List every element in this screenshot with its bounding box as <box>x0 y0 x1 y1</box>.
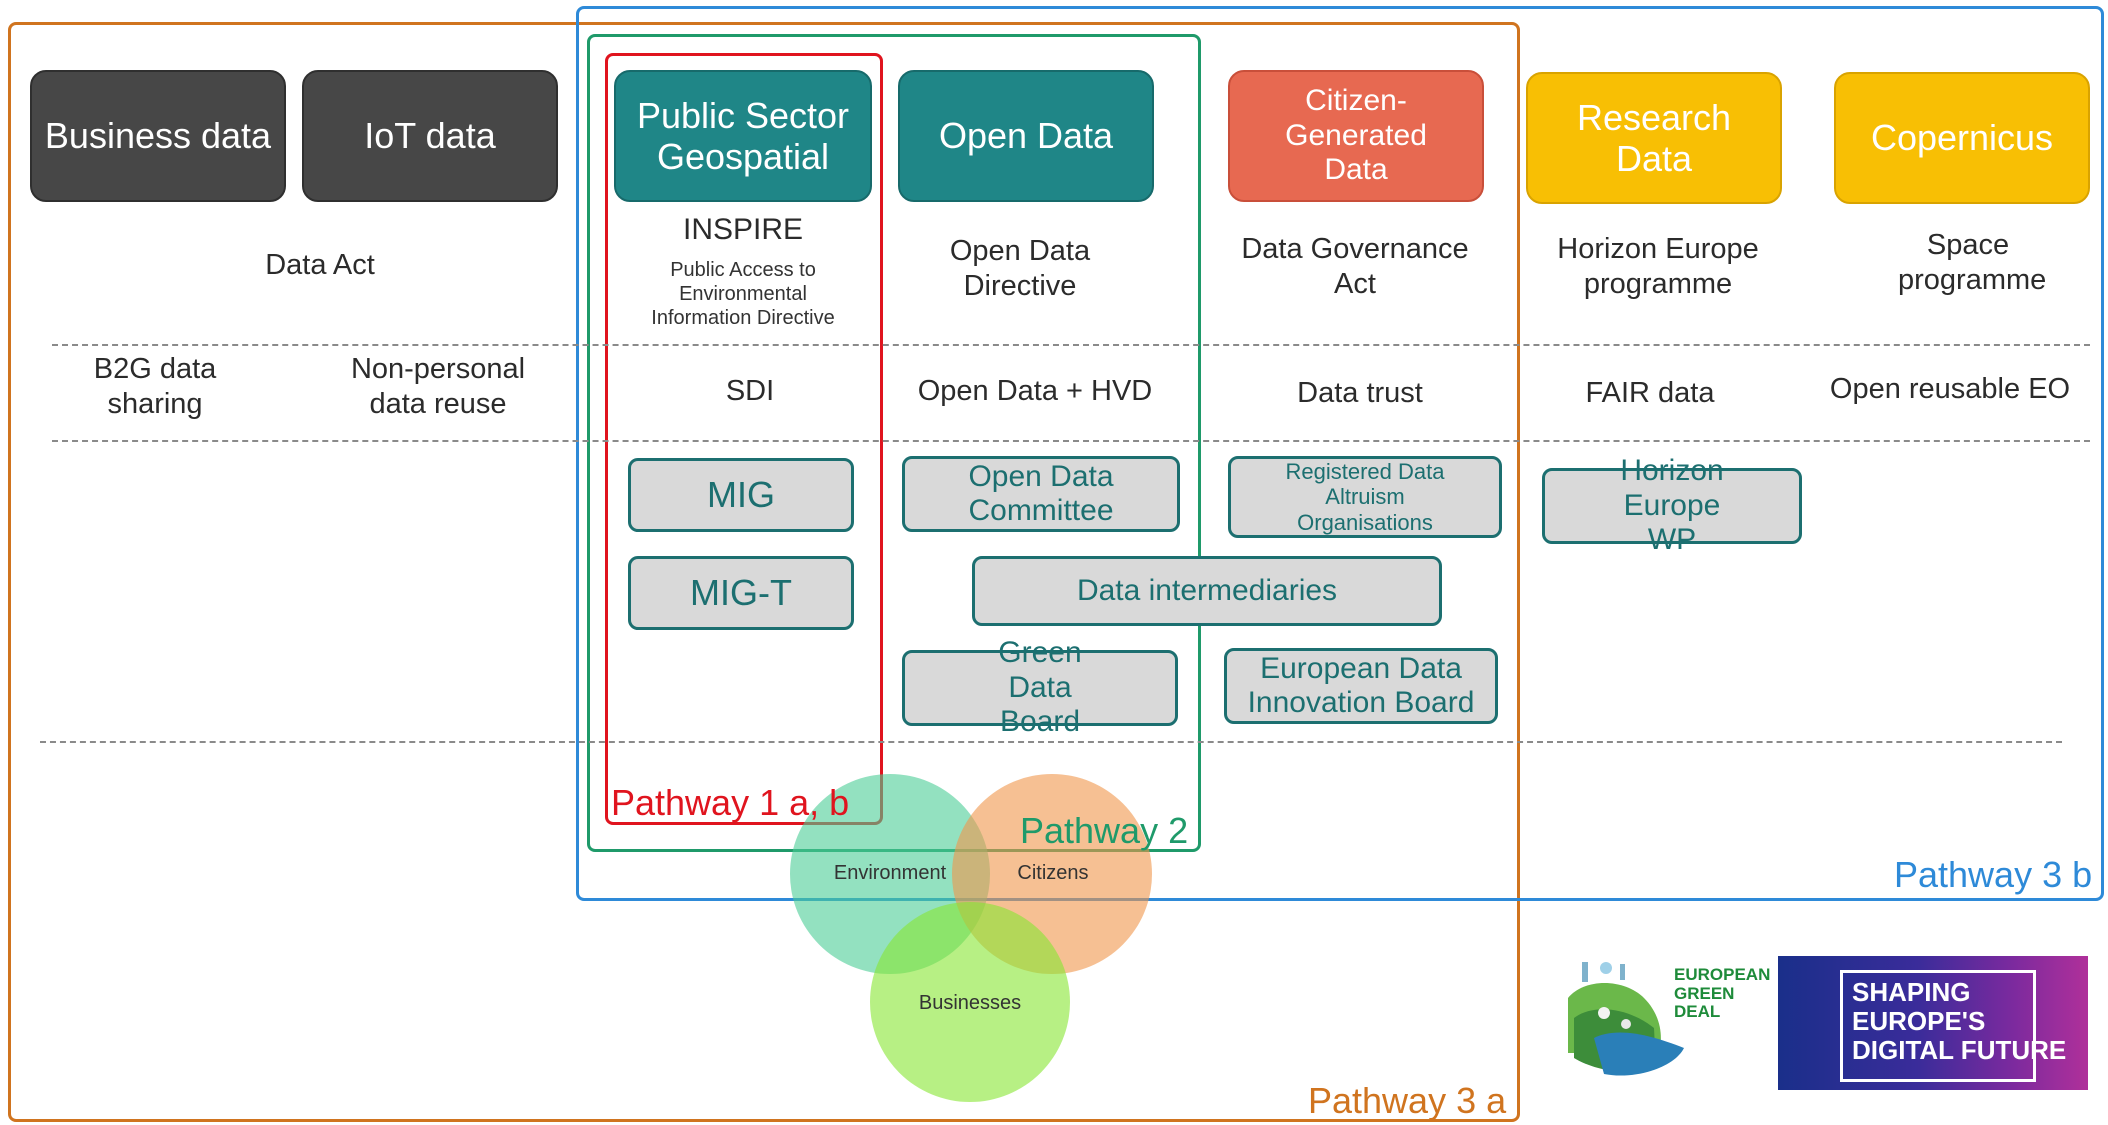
european-green-deal-logo: EUROPEAN GREEN DEAL <box>1564 958 1770 1086</box>
legislation-environmental-info-directive: Public Access to Environmental Informati… <box>651 259 835 329</box>
concept-non-personal-data-reuse: Non-personal data reuse <box>350 353 526 420</box>
concept-sdi: SDI <box>725 375 775 407</box>
data-type-copernicus: Copernicus <box>1834 72 2090 204</box>
pathway-3b-frame <box>576 6 2104 901</box>
pathway-1-frame <box>605 53 883 825</box>
legislation-data-act: Data Act <box>265 249 375 281</box>
data-type-iot: IoT data <box>302 70 558 202</box>
pathway-1-label: Pathway 1 a, b <box>611 782 850 823</box>
pathway-2-label: Pathway 2 <box>1020 810 1189 851</box>
body-registered-data-altruism-organisations: Registered Data Altruism Organisations <box>1228 456 1502 538</box>
legislation-space-programme: Space programme <box>1898 229 2047 296</box>
concept-fair-data: FAIR data <box>1585 377 1715 409</box>
venn-circle-businesses <box>870 902 1070 1102</box>
pathway-3a-frame <box>8 22 1520 1122</box>
legislation-inspire: INSPIRE <box>682 213 804 246</box>
legislation-open-data-directive: Open Data Directive <box>949 235 1091 302</box>
separator-line-2 <box>52 440 2090 442</box>
body-data-intermediaries: Data intermediaries <box>972 556 1442 626</box>
data-type-citizen-generated: Citizen-Generated Data <box>1228 70 1484 202</box>
shaping-europes-digital-future-logo: SHAPING EUROPE'S DIGITAL FUTURE <box>1778 956 2088 1090</box>
digital-future-frame <box>1840 970 2036 1082</box>
concept-b2g-data-sharing: B2G data sharing <box>93 353 217 420</box>
venn-label-environment: Environment <box>833 862 947 884</box>
data-type-open-data: Open Data <box>898 70 1154 202</box>
venn-label-citizens: Citizens <box>1017 862 1089 884</box>
separator-line-3 <box>40 741 2062 743</box>
data-type-research: Research Data <box>1526 72 1782 204</box>
digital-future-wordmark: SHAPING EUROPE'S DIGITAL FUTURE <box>1852 977 2067 1066</box>
concept-data-trust: Data trust <box>1297 377 1423 409</box>
body-horizon-europe-wp: Horizon Europe WP <box>1542 454 1802 556</box>
pathway-3a-label: Pathway 3 a <box>1308 1080 1507 1121</box>
body-green-data-board: Green Data Board <box>902 636 1178 738</box>
data-type-public-sector-geospatial: Public Sector Geospatial <box>614 70 872 202</box>
body-open-data-committee: Open Data Committee <box>902 456 1180 532</box>
concept-open-data-hvd: Open Data + HVD <box>917 375 1153 407</box>
legislation-data-governance-act: Data Governance Act <box>1241 233 1469 300</box>
body-mig-t: MIG-T <box>628 556 854 630</box>
green-deal-landscape-icon <box>1568 962 1684 1076</box>
body-european-data-innovation-board: European Data Innovation Board <box>1224 648 1498 724</box>
body-mig: MIG <box>628 458 854 532</box>
concept-open-reusable-eo: Open reusable EO <box>1829 373 2071 405</box>
green-deal-wordmark: EUROPEAN GREEN DEAL <box>1674 965 1771 1022</box>
venn-label-businesses: Businesses <box>918 992 1022 1014</box>
separator-line-1 <box>52 344 2090 346</box>
data-type-business: Business data <box>30 70 286 202</box>
pathway-3b-label: Pathway 3 b <box>1894 854 2093 895</box>
legislation-horizon-europe: Horizon Europe programme <box>1557 233 1759 300</box>
